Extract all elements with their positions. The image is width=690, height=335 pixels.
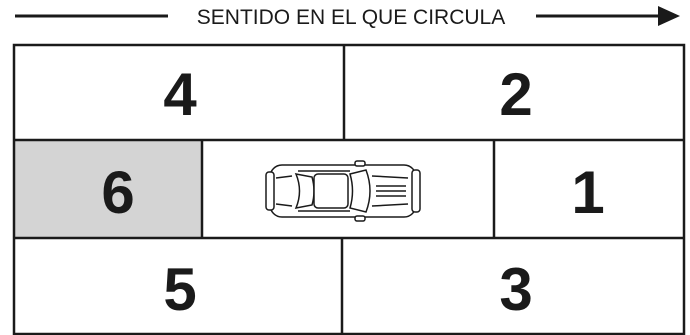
zone-6-highlight [15,140,202,238]
direction-header: SENTIDO EN EL QUE CIRCULA [15,6,680,29]
direction-caption: SENTIDO EN EL QUE CIRCULA [197,6,505,29]
zone-label-top-right: 2 [499,61,532,128]
zone-label-bottom-right: 3 [499,256,532,323]
zone-label-bottom-left: 5 [163,256,196,323]
zone-label-mid-right: 1 [571,159,604,226]
zone-label-mid-left: 6 [101,159,134,226]
zone-grid [12,43,686,335]
zone-label-top-left: 4 [163,61,197,128]
arrow-right-icon [536,6,680,26]
car-top-view-icon [265,160,421,222]
